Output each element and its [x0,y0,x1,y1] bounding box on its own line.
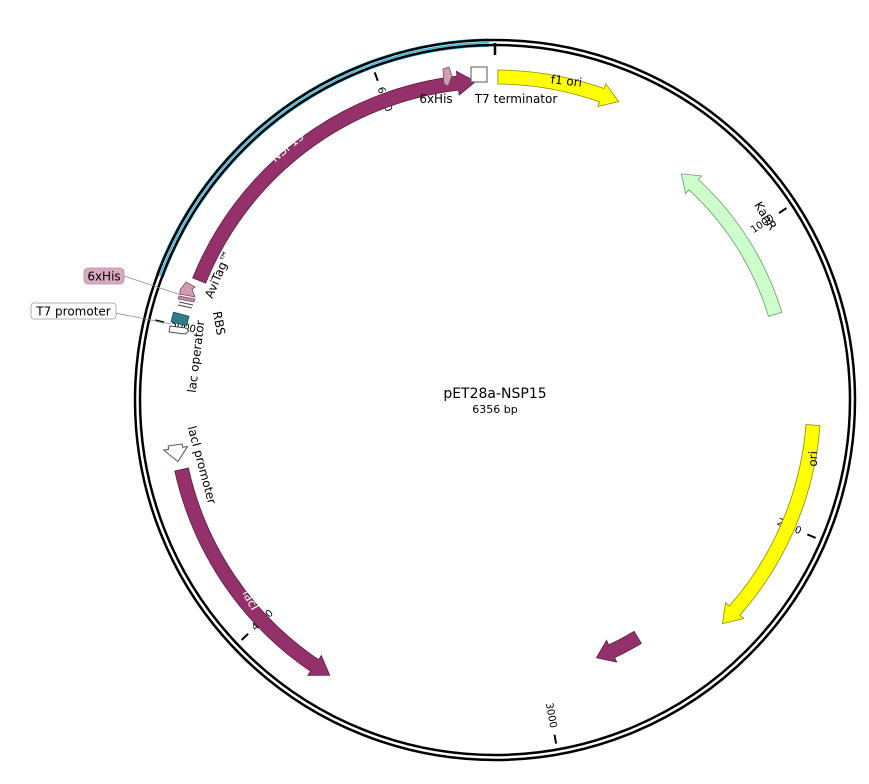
plasmid-length: 6356 bp [472,403,517,416]
his-tag-n-feature[interactable] [179,281,196,298]
lac-operator-feature[interactable] [170,311,190,327]
backbone-outer-ring [133,38,857,762]
tick-mark-4000 [240,633,249,641]
laci-promoter-feature[interactable] [162,443,189,463]
t7-promoter-leader-line [114,312,172,325]
f1-ori-feature[interactable] [497,69,620,108]
selection-highlight[interactable] [158,41,489,277]
t7-terminator-feature[interactable] [470,66,488,83]
plasmid-name: pET28a-NSP15 [443,386,546,402]
his-tag-c-feature[interactable] [442,66,453,87]
avitag-feature[interactable] [177,295,196,303]
his-n-callout[interactable]: 6xHis [83,267,125,285]
tick-mark-3000 [553,734,558,744]
t7-promoter-callout[interactable]: T7 promoter [30,302,117,320]
tick-mark-1000 [778,207,788,214]
kanr-feature[interactable] [680,173,783,317]
tick-label-3000: 3000 [543,702,558,729]
his-n-leader-line [123,275,182,296]
his-n-label: 6xHis [87,270,120,284]
t7-terminator-label: T7 terminator [474,92,558,106]
his-c-label: 6xHis [419,92,452,106]
rbs-label: RBS [210,310,228,336]
f1-ori-label: f1 ori [550,72,583,89]
t7-promoter-label: T7 promoter [35,305,111,319]
rbs-feature[interactable] [177,301,194,309]
tick-mark-2000 [806,533,816,539]
t7-promoter-feature[interactable] [168,325,190,335]
ori-feature[interactable] [722,424,821,625]
laci-feature[interactable] [174,467,331,676]
rop-label: rop [650,664,674,686]
tick-mark-6000 [373,72,379,82]
selection-highlight-outer [155,38,489,276]
rop-feature[interactable] [595,630,642,663]
ori-label: ori [806,451,821,467]
